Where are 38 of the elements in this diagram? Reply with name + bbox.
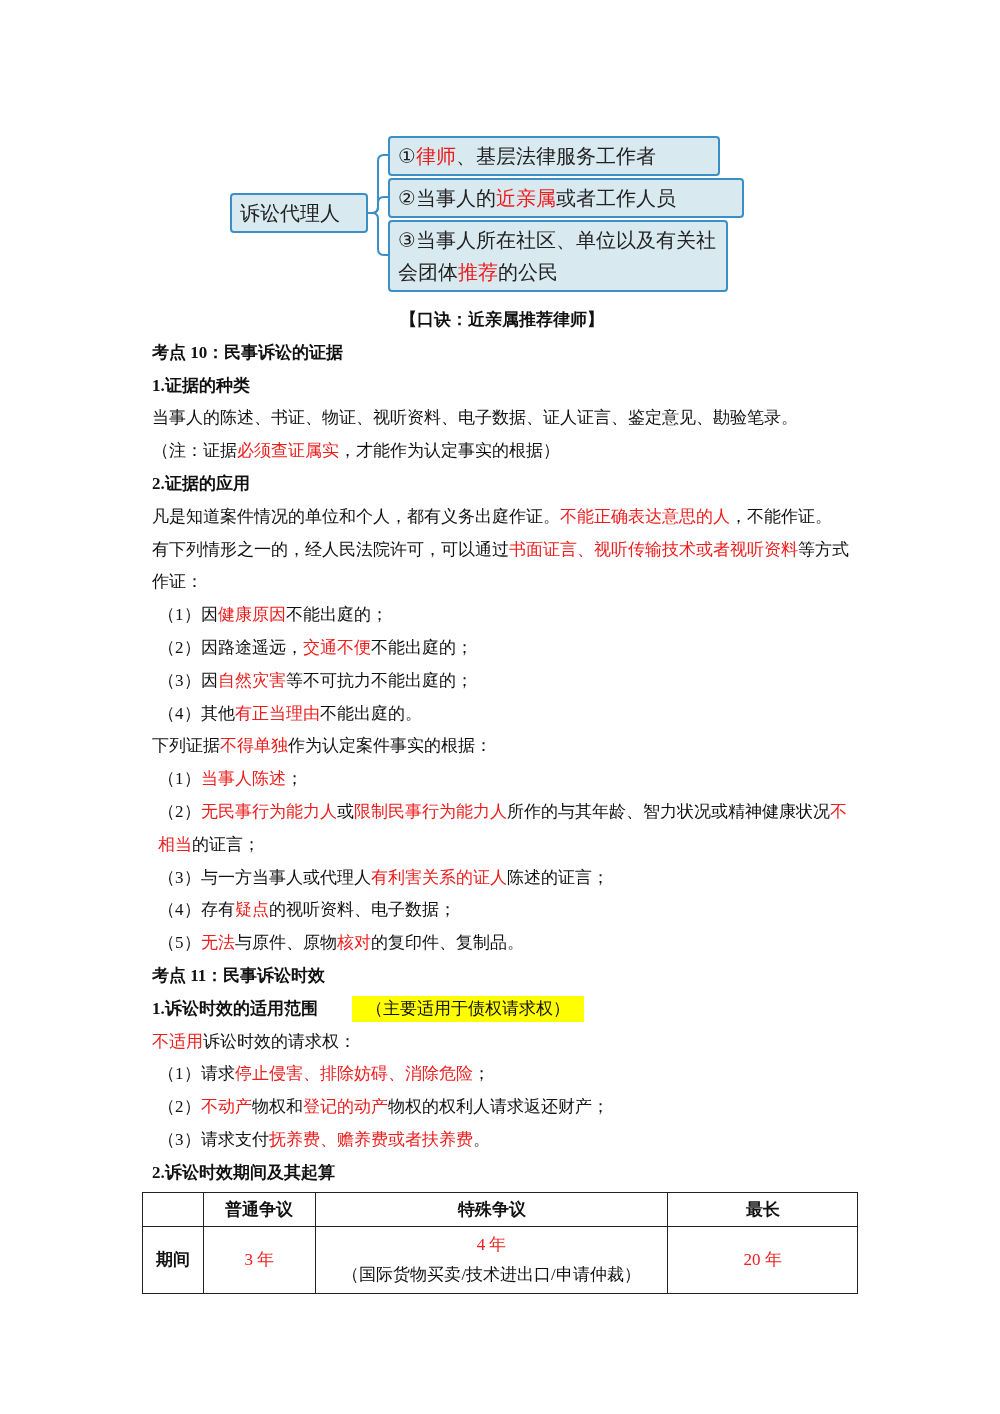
list-item: （2）无民事行为能力人或限制民事行为能力人所作的与其年龄、智力状况或精神健康状况不相当的证言；	[157, 800, 848, 856]
section-heading: 2.诉讼时效期间及其起算	[152, 1161, 336, 1184]
list-item: （2）不动产物权和登记的动产物权的权利人请求返还财产；	[157, 1096, 610, 1119]
list-item: （2）因路途遥远，交通不便不能出庭的；	[157, 636, 474, 659]
list-item: （3）与一方当事人或代理人有利害关系的证人陈述的证言；	[157, 866, 610, 889]
list-item: （3）请求支付抚养费、赡养费或者扶养费。	[157, 1128, 491, 1151]
list-item: （5）无法与原件、原物核对的复印件、复制品。	[157, 932, 525, 955]
cell-text: 4 年	[475, 1234, 508, 1256]
paragraph: 下列证据不得单独作为认定案件事实的根据：	[152, 735, 493, 758]
paragraph: 有下列情形之一的，经人民法院许可，可以通过书面证言、视听传输技术或者视听资料等方式作证：	[152, 538, 850, 594]
section-heading: 1.诉讼时效的适用范围	[152, 997, 318, 1020]
paragraph: 凡是知道案件情况的单位和个人，都有义务出庭作证。不能正确表达意思的人，不能作证。	[152, 505, 833, 528]
list-item: （4）其他有正当理由不能出庭的。	[157, 702, 423, 725]
paragraph: 不适用诉讼时效的请求权：	[152, 1030, 357, 1053]
cell-text: 20 年	[742, 1249, 783, 1271]
cell-text: 期间	[154, 1249, 191, 1271]
mnemonic-text: 【口诀：近亲属推荐律师】	[399, 309, 605, 331]
cell-text: 特殊争议	[456, 1198, 527, 1221]
list-item: （1）因健康原因不能出庭的；	[157, 604, 389, 627]
highlighted-note: （主要适用于债权请求权）	[351, 996, 584, 1023]
cell-text: 普通争议	[224, 1198, 295, 1221]
topic-box: 诉讼代理人	[230, 193, 368, 233]
cell-text: （国际货物买卖/技术进出口/申请仲裁）	[341, 1264, 642, 1286]
paragraph: 当事人的陈述、书证、物证、视听资料、电子数据、证人证言、鉴定意见、勘验笔录。	[152, 407, 799, 430]
list-item: （4）存有疑点的视听资料、电子数据；	[157, 899, 457, 922]
list-item: （1）请求停止侵害、排除妨碍、消除危险；	[157, 1063, 491, 1086]
topic-box: ③当事人所在社区、单位以及有关社会团体推荐的公民	[388, 220, 728, 292]
topic-box: ②当事人的近亲属或者工作人员	[388, 178, 744, 218]
section-heading: 考点 10：民事诉讼的证据	[152, 341, 345, 364]
list-item: （3）因自然灾害等不可抗力不能出庭的；	[157, 669, 474, 692]
paragraph: （注：证据必须查证属实，才能作为认定事实的根据）	[152, 440, 561, 463]
section-heading: 2.证据的应用	[152, 473, 251, 495]
cell-text: 3 年	[243, 1249, 276, 1271]
cell-text: 最长	[744, 1198, 781, 1221]
list-item: （1）当事人陈述；	[157, 768, 304, 791]
section-heading: 考点 11：民事诉讼时效	[152, 964, 327, 987]
topic-box: ①律师、基层法律服务工作者	[388, 136, 720, 176]
section-heading: 1.证据的种类	[152, 374, 251, 397]
